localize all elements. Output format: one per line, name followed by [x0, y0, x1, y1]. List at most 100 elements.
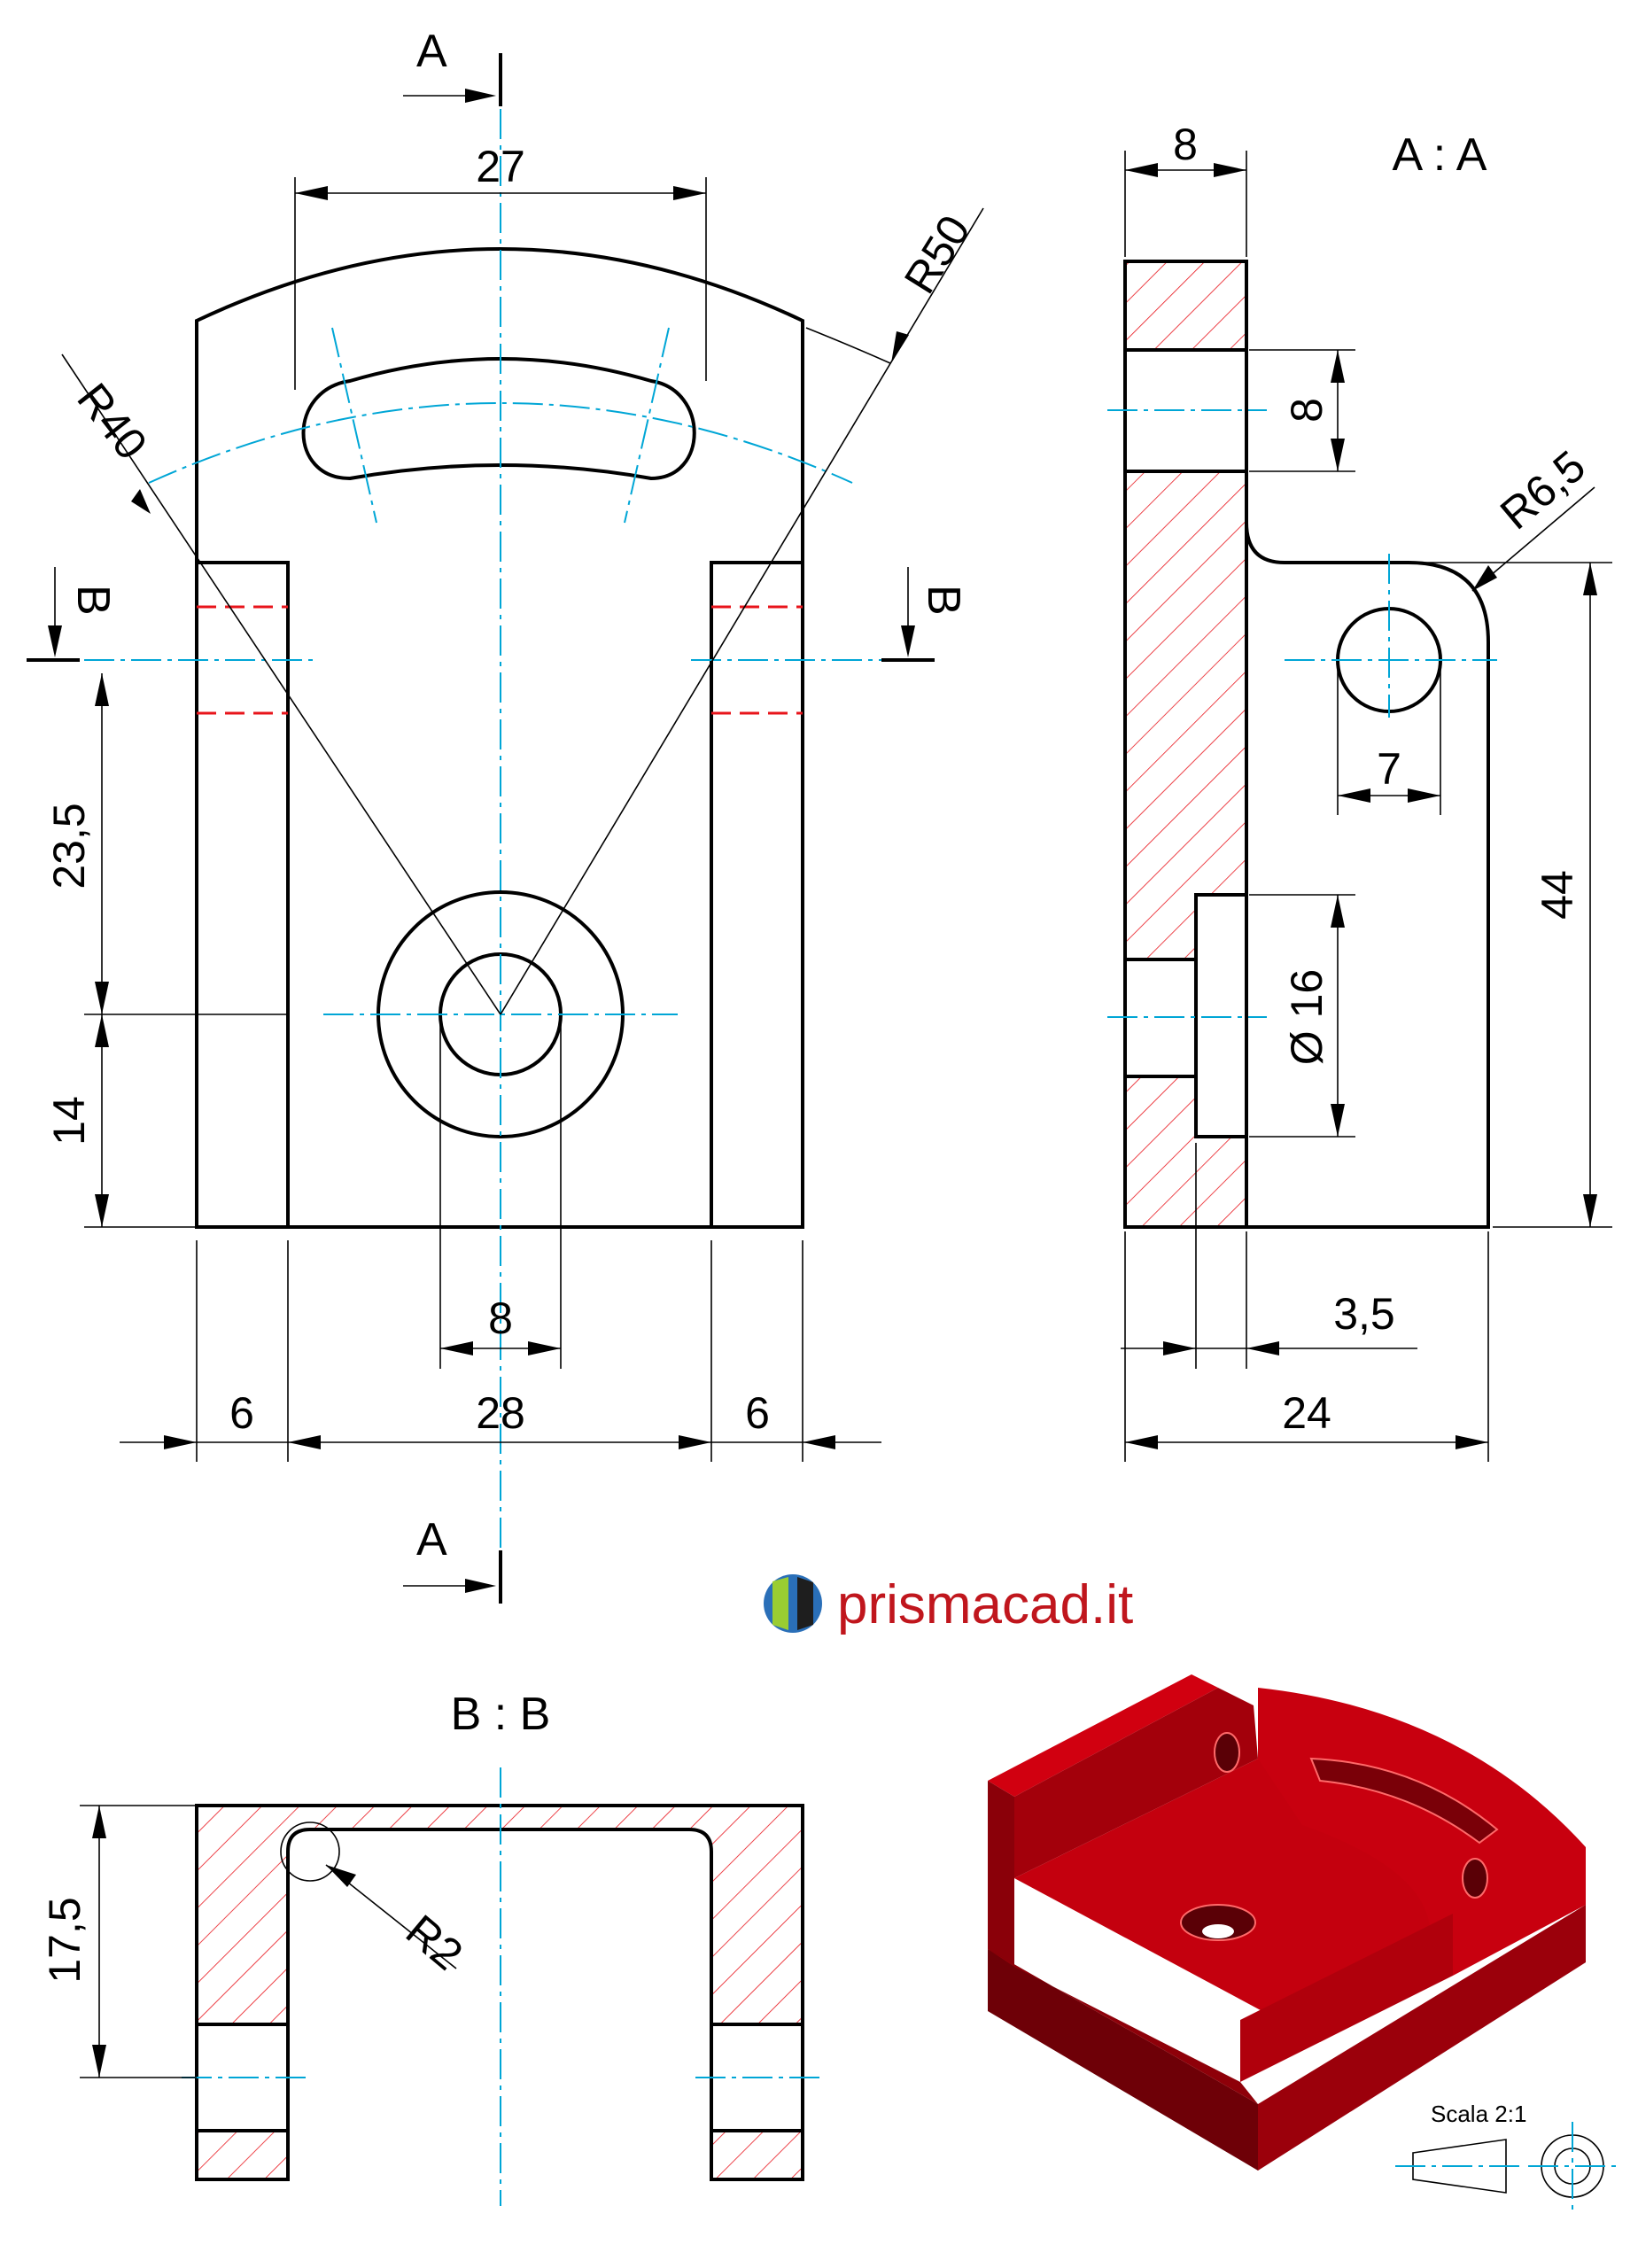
model-bore — [1180, 1904, 1256, 1941]
r50-arc-extension — [805, 327, 891, 364]
section-bb-outline — [195, 1804, 804, 2181]
hatch-region — [1125, 471, 1246, 959]
dim-arrowhead — [679, 1435, 711, 1449]
dim-channel: 28 — [476, 1388, 525, 1438]
hatch-region — [197, 2131, 288, 2179]
front-view: A A B B 27 R40 R50 23,5 14 8 6 28 6 — [27, 26, 984, 1604]
model-arc-slot — [1309, 1757, 1499, 1845]
model-face — [1014, 1688, 1258, 1878]
dim-arrowhead — [1408, 788, 1440, 803]
section-bb-view: B : B 17,5 R2 — [40, 1689, 819, 2206]
dim-arrowhead — [95, 1194, 109, 1227]
model-face — [988, 1781, 1014, 1967]
dim-counterbore: Ø 16 — [1282, 969, 1331, 1065]
right-flange — [710, 561, 804, 1229]
dim-arrowhead — [92, 1806, 106, 1838]
section-b-label: B — [918, 585, 969, 616]
dim-height: 17,5 — [40, 1897, 89, 1983]
dim-flange-right: 6 — [745, 1388, 770, 1438]
dim-slot-height: 8 — [1282, 398, 1331, 423]
section-aa-title: A : A — [1393, 129, 1487, 181]
slot-end-centerline — [624, 327, 670, 524]
counterbore-edge — [1194, 893, 1248, 1138]
model-face — [988, 1949, 1258, 2171]
dim-arrowhead — [295, 186, 328, 200]
dim-hole-height: 23,5 — [44, 803, 94, 889]
dim-arrowhead — [1246, 1341, 1279, 1355]
dim-total-width: 24 — [1282, 1388, 1331, 1438]
title-block: Scala 2:1 — [1395, 2101, 1617, 2210]
r65-arrowhead — [1472, 565, 1497, 591]
model-side-hole — [1214, 1732, 1240, 1773]
model-face — [988, 1674, 1218, 1797]
section-b-right-arrowhead — [901, 625, 915, 657]
dim-top-width: 8 — [1173, 120, 1198, 169]
dim-arrowhead — [164, 1435, 197, 1449]
model-face — [988, 1949, 1258, 2104]
dim-r65: R6,5 — [1491, 441, 1595, 540]
slot-end-centerline — [331, 327, 377, 524]
hatch-region — [197, 1806, 803, 2024]
dim-arrowhead — [95, 1014, 109, 1047]
section-a-bottom-arrowhead — [465, 1579, 496, 1593]
model-face — [1258, 1905, 1586, 2171]
dim-bore: 8 — [488, 1293, 513, 1343]
r50-arrowhead — [891, 331, 909, 363]
model-face — [1258, 1688, 1586, 1976]
model-bore-through — [1202, 1924, 1234, 1938]
dim-arrowhead — [1125, 1435, 1158, 1449]
logo-icon — [797, 1577, 813, 1630]
r2-arrowhead — [326, 1865, 356, 1887]
dim-total-height: 44 — [1533, 870, 1582, 920]
dim-arrowhead — [673, 186, 706, 200]
dim-r40: R40 — [67, 374, 157, 469]
dim-arrowhead — [803, 1435, 835, 1449]
dim-arrowhead — [1214, 163, 1246, 177]
left-flange — [195, 561, 290, 1229]
dim-arrowhead — [1583, 1194, 1597, 1227]
logo-icon — [764, 1574, 822, 1633]
dim-arrowhead — [1125, 163, 1158, 177]
r2-fillet-circle — [280, 1821, 340, 1882]
dim-arrowhead — [92, 2045, 106, 2078]
hatch-region — [711, 2131, 803, 2179]
section-bb-title: B : B — [451, 1689, 551, 1740]
dim-arrowhead — [1331, 895, 1345, 928]
model-face — [1240, 1914, 1453, 2082]
section-a-top-arrowhead — [465, 89, 496, 103]
dim-arrowhead — [1331, 1104, 1345, 1137]
logo: prismacad.it — [764, 1574, 1133, 1635]
dim-arrowhead — [1163, 1341, 1196, 1355]
section-b-left-arrowhead — [48, 625, 62, 657]
section-a-label: A — [416, 1514, 447, 1565]
dim-arrowhead — [1338, 788, 1370, 803]
dim-flange-left: 6 — [229, 1388, 254, 1438]
logo-text: prismacad.it — [837, 1574, 1133, 1635]
dim-slot-width: 27 — [476, 142, 525, 191]
dim-hole-base: 14 — [44, 1096, 94, 1146]
r40-arrowhead — [131, 489, 151, 514]
dim-arrowhead — [1331, 439, 1345, 471]
section-a-label: A — [416, 26, 447, 77]
dim-arrowhead — [95, 982, 109, 1014]
front-outline — [195, 247, 804, 1229]
arc-slot — [301, 357, 696, 481]
section-b-label: B — [67, 585, 119, 616]
dim-hole-dia: 7 — [1377, 744, 1401, 794]
isometric-model — [988, 1674, 1586, 2171]
r50-leader — [500, 207, 984, 1015]
dim-r50: R50 — [895, 206, 980, 301]
dim-arrowhead — [1583, 563, 1597, 595]
dim-arrowhead — [1331, 350, 1345, 383]
hatch-region — [1125, 1076, 1246, 1227]
section-aa-view: A : A 8 8 R6,5 7 44 Ø 16 3,5 24 — [1107, 120, 1612, 1462]
scale-note: Scala 2:1 — [1431, 2101, 1526, 2127]
dim-arrowhead — [440, 1341, 473, 1355]
slot-arc-centerline — [148, 402, 853, 484]
r40-leader — [61, 353, 501, 1015]
dim-arrowhead — [95, 673, 109, 706]
logo-icon — [772, 1577, 788, 1630]
dim-r2: R2 — [397, 1906, 472, 1980]
dim-arrowhead — [528, 1341, 561, 1355]
